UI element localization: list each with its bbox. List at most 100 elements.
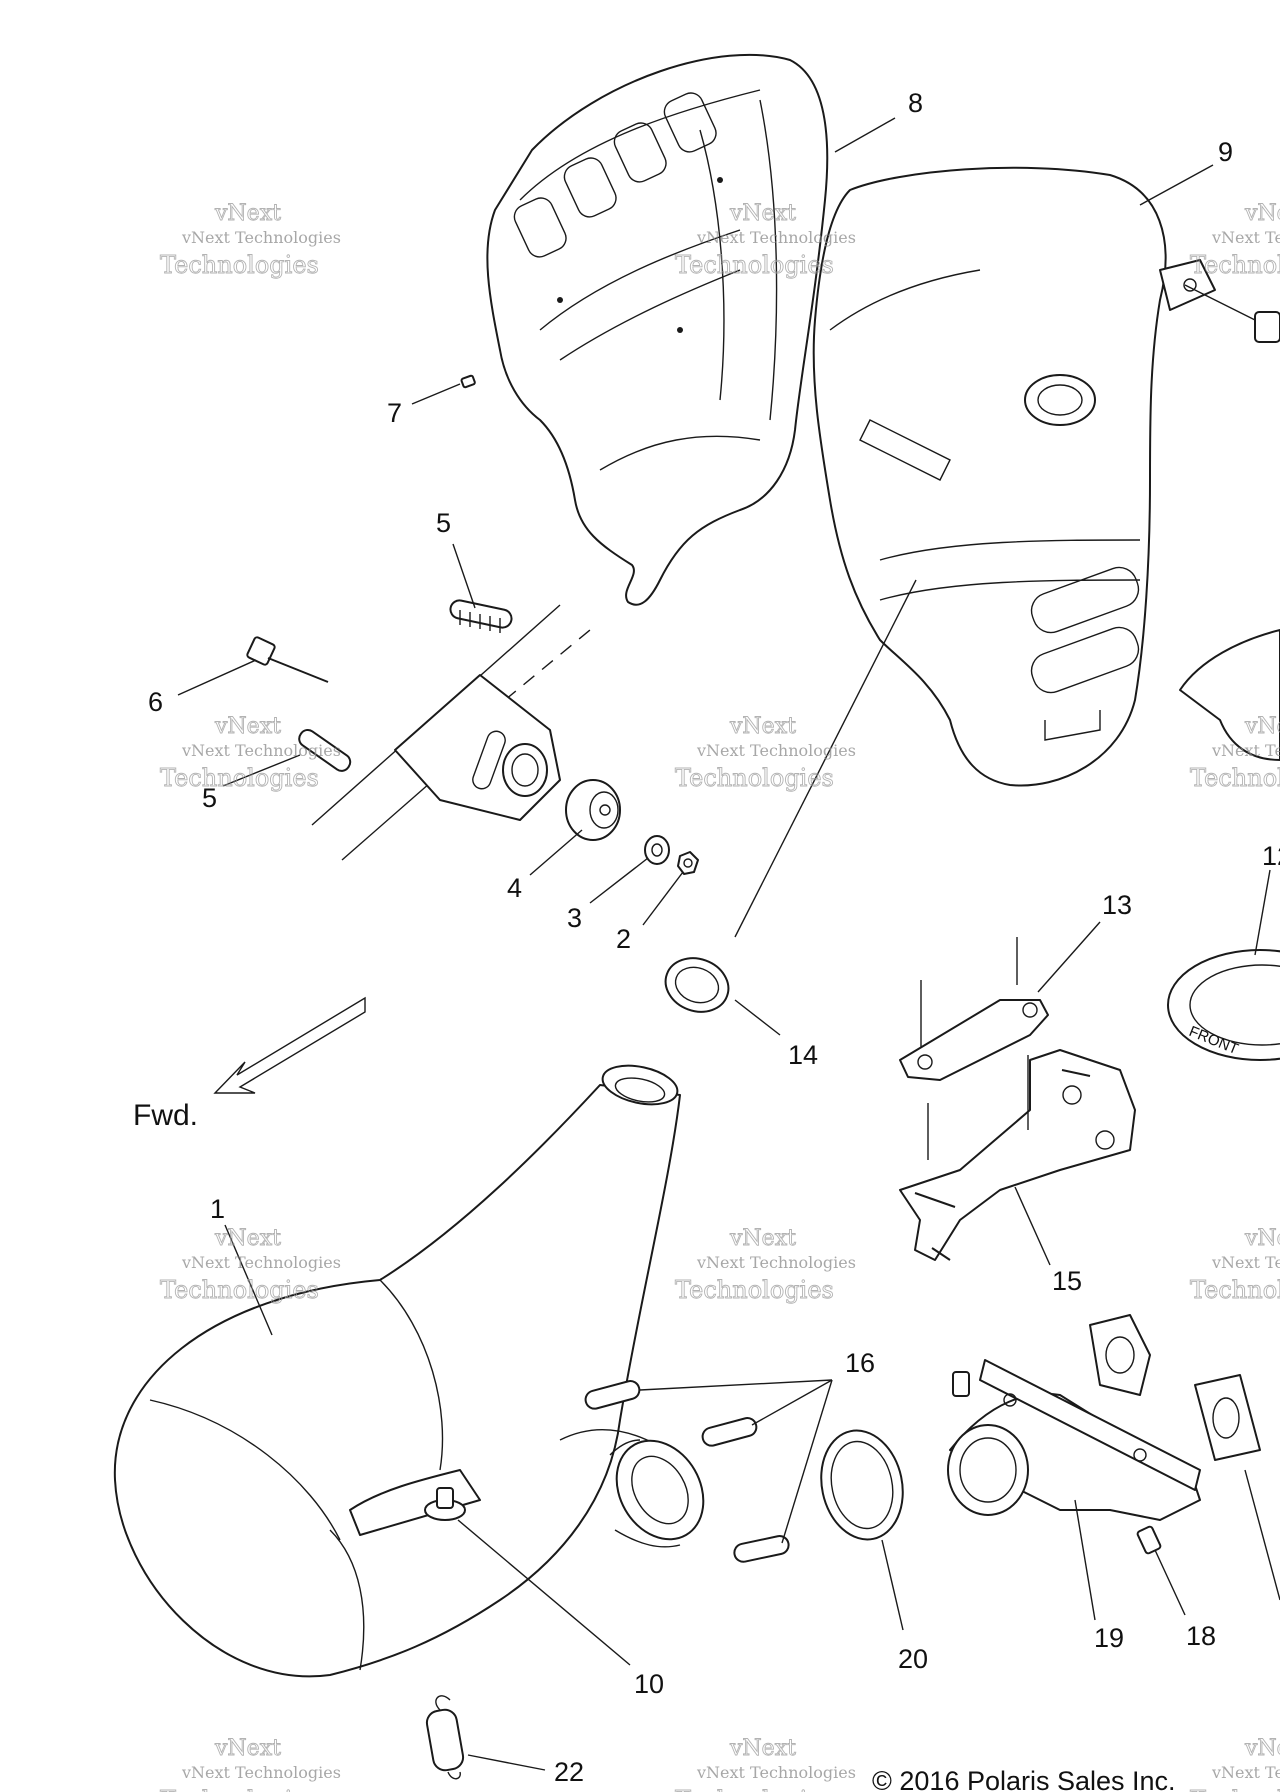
callout-18: 18 [1186,1621,1216,1651]
part-1-expansion-pipe [113,1064,705,1678]
watermark-r1c1: vNext vNext Technologies Technologies [160,201,341,280]
callout-4: 4 [507,873,522,903]
part-9-muffler [812,166,1216,787]
part-mount-bracket [311,604,591,861]
svg-text:Technologies: Technologies [1190,764,1280,792]
part-5-spring-lower [298,728,352,772]
callout-14: 14 [788,1040,818,1070]
svg-text:vNext: vNext [1244,201,1280,226]
svg-text:vNext: vNext [1244,714,1280,739]
part-19-manifold [947,1314,1201,1521]
svg-text:vNext Technologies: vNext Technologies [696,1253,856,1272]
watermark-r4c3: vNext vNext Technologies Technologies [1190,1736,1280,1792]
callout-1: 1 [210,1194,225,1224]
svg-text:vNext: vNext [1244,1226,1280,1251]
svg-text:vNext: vNext [1244,1736,1280,1761]
callout-13: 13 [1102,890,1132,920]
watermark-r3c1: vNext vNext Technologies Technologies [160,1226,341,1305]
forward-arrow [213,996,366,1094]
callout-9: 9 [1218,137,1233,167]
svg-text:vNext: vNext [729,1736,796,1761]
part-13-plate [899,937,1049,1160]
svg-text:Technologies: Technologies [675,764,834,792]
part-gasket-right [1194,1374,1261,1461]
part-4-grommet [565,779,621,841]
svg-text:Technologies: Technologies [160,1786,319,1792]
callout-7: 7 [387,398,402,428]
svg-text:vNext Technologies: vNext Technologies [1211,1253,1280,1272]
callout-12: 12 [1262,841,1280,871]
part-bolt-19-a [952,1371,970,1397]
part-2-nut [677,851,699,875]
watermark-r3c2: vNext vNext Technologies Technologies [675,1226,856,1305]
watermark-r2c1: vNext vNext Technologies Technologies [160,714,341,793]
svg-text:vNext Technologies: vNext Technologies [181,741,341,760]
svg-text:vNext: vNext [214,1736,281,1761]
part-bolt-right [1254,311,1280,343]
watermark-r4c1: vNext vNext Technologies Technologies [160,1736,341,1792]
part-3-washer [644,835,670,865]
part-18-bolt [1136,1525,1162,1555]
callout-5-lower: 5 [202,783,217,813]
part-6-bolt [246,636,329,683]
svg-text:vNext: vNext [214,201,281,226]
svg-text:vNext: vNext [729,201,796,226]
watermark-r2c2: vNext vNext Technologies Technologies [675,714,856,793]
part-22-spring [425,1695,465,1780]
svg-text:vNext Technologies: vNext Technologies [696,741,856,760]
part-15-bracket [899,1049,1136,1261]
part-16-spring-b [701,1417,758,1447]
svg-text:Technologies: Technologies [1190,251,1280,279]
watermark-r2c3: vNext vNext Technologies Technologies [1190,714,1280,793]
svg-text:vNext Technologies: vNext Technologies [1211,1763,1280,1782]
svg-text:Technologies: Technologies [675,1276,834,1304]
callout-6: 6 [148,687,163,717]
svg-text:Technologies: Technologies [675,251,834,279]
part-7-screw [460,374,476,389]
svg-text:vNext: vNext [729,1226,796,1251]
svg-text:Technologies: Technologies [1190,1276,1280,1304]
watermarks: vNext vNext Technologies Technologies vN… [160,201,1280,1792]
copyright-text: © 2016 Polaris Sales Inc. [872,1766,1176,1792]
svg-text:vNext Technologies: vNext Technologies [1211,228,1280,247]
svg-text:Technologies: Technologies [160,251,319,279]
svg-text:vNext Technologies: vNext Technologies [181,228,341,247]
svg-text:Technologies: Technologies [675,1786,834,1792]
svg-text:vNext Technologies: vNext Technologies [696,228,856,247]
svg-text:Technologies: Technologies [160,1276,319,1304]
callout-22: 22 [554,1757,584,1787]
svg-text:vNext: vNext [729,714,796,739]
callout-15: 15 [1052,1266,1082,1296]
part-12-flange: FRONT [1167,949,1280,1061]
svg-text:vNext: vNext [214,714,281,739]
svg-text:vNext Technologies: vNext Technologies [181,1253,341,1272]
watermark-r1c3: vNext vNext Technologies Technologies [1190,201,1280,280]
callout-20: 20 [898,1644,928,1674]
fwd-label: Fwd. [133,1099,198,1132]
part-10-plug [424,1487,466,1521]
part-8-heat-shield [486,53,829,606]
callout-19: 19 [1094,1623,1124,1653]
callout-10: 10 [634,1669,664,1699]
svg-text:vNext Technologies: vNext Technologies [1211,741,1280,760]
svg-text:vNext Technologies: vNext Technologies [696,1763,856,1782]
watermark-r1c2: vNext vNext Technologies Technologies [675,201,856,280]
part-16-spring-a [584,1380,641,1410]
callout-8: 8 [908,88,923,118]
part-5-spring-upper [449,599,513,633]
svg-text:vNext: vNext [214,1226,281,1251]
part-edge-fragment [1179,629,1280,761]
part-16-spring-c [733,1535,790,1563]
svg-text:vNext Technologies: vNext Technologies [181,1763,341,1782]
callout-2: 2 [616,924,631,954]
leader-lines [177,117,1280,1771]
callout-5-upper: 5 [436,508,451,538]
callout-labels: 8 9 7 5 6 5 4 3 2 13 12 14 15 1 16 10 20… [133,88,1280,1787]
svg-text:Technologies: Technologies [1190,1786,1280,1792]
part-14-seal [664,957,730,1013]
svg-text:Technologies: Technologies [160,764,319,792]
watermark-r3c3: vNext vNext Technologies Technologies [1190,1226,1280,1305]
callout-16: 16 [845,1348,875,1378]
